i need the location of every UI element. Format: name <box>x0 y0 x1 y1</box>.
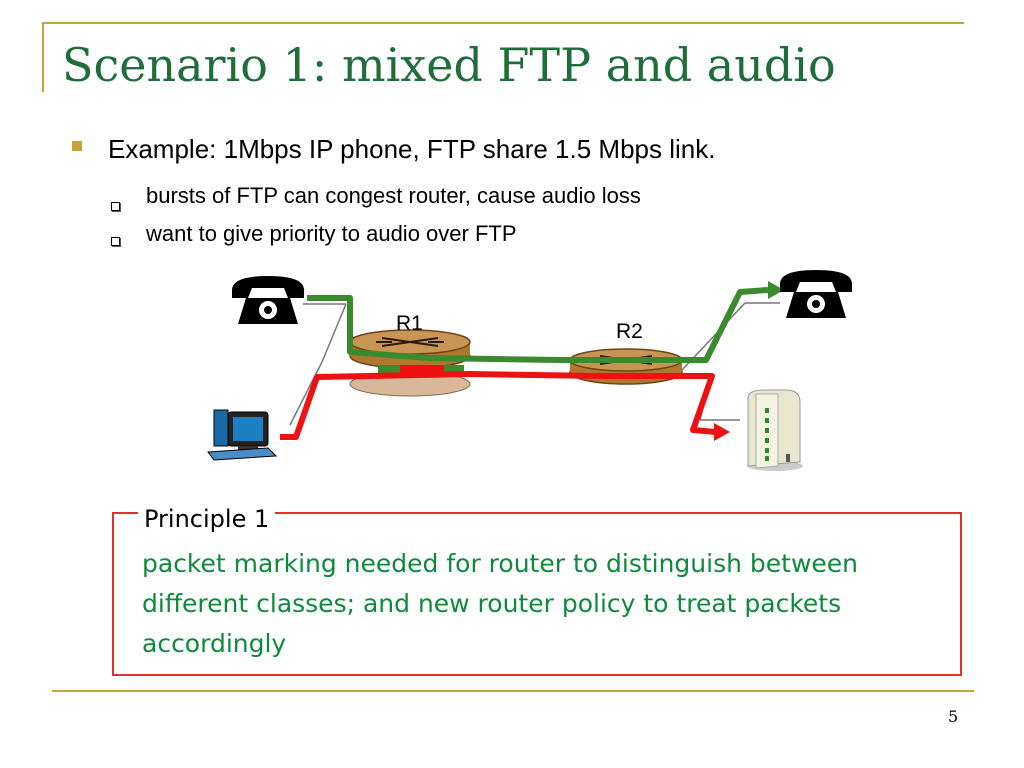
router-r2-label: R2 <box>616 320 643 343</box>
page-title: Scenario 1: mixed FTP and audio <box>62 38 836 92</box>
principle-title: Principle 1 <box>138 505 276 533</box>
server-icon <box>747 389 803 471</box>
top-frame-rule <box>42 22 964 24</box>
ftp-flow-arrowhead <box>714 423 730 441</box>
phone-left-icon <box>232 276 304 324</box>
sub-bullet-marker <box>111 202 120 211</box>
bullet-marker <box>72 141 82 151</box>
bottom-rule <box>52 690 974 692</box>
sub-bullet-marker <box>111 237 120 246</box>
bullet-main-text: Example: 1Mbps IP phone, FTP share 1.5 M… <box>108 134 716 164</box>
ftp-flow-path <box>280 371 717 440</box>
router-icon <box>376 337 444 347</box>
principle-box <box>112 512 962 676</box>
phone-right-icon <box>780 270 852 318</box>
sub-bullet-text: want to give priority to audio over FTP <box>146 221 517 246</box>
router-r1-label: R1 <box>396 312 423 335</box>
sub-bullet-text: bursts of FTP can congest router, cause … <box>146 183 641 208</box>
audio-flow-arrowhead <box>768 281 784 299</box>
left-frame-rule <box>42 22 44 92</box>
audio-flow-path <box>307 287 769 363</box>
router-r1 <box>349 329 471 397</box>
page-number: 5 <box>948 707 959 726</box>
principle-body: packet marking needed for router to dist… <box>142 549 859 658</box>
computer-icon <box>207 409 278 461</box>
